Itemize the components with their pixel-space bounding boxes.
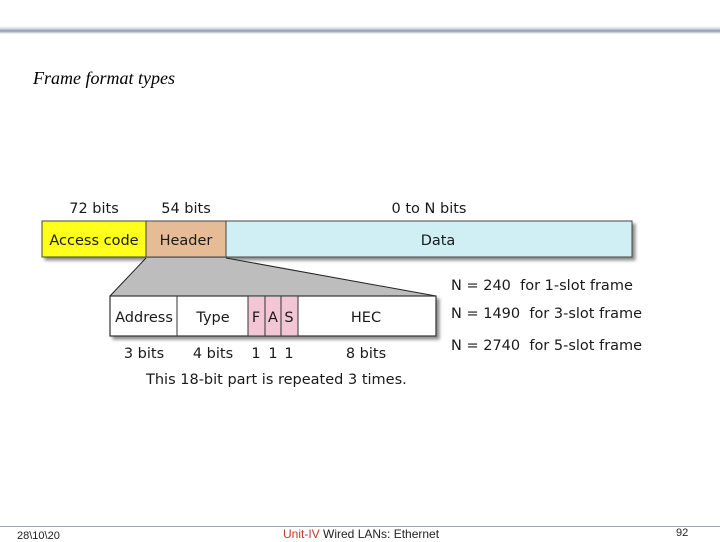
data-field [225, 220, 633, 258]
arqn-flag-label: A [268, 310, 278, 326]
n-value-1-slot: N = 240 for 1-slot frame [451, 278, 633, 294]
seqn-bits: 1 [284, 346, 293, 362]
slide-title: Frame format types [33, 68, 175, 88]
n-value-5-slot: N = 2740 for 5-slot frame [451, 338, 642, 354]
footer-topic: Wired LANs: Ethernet [319, 527, 440, 541]
access-code-field [41, 220, 147, 258]
header-label: Header [160, 233, 213, 249]
flow-bits: 1 [251, 346, 260, 362]
data-label: Data [421, 233, 456, 249]
main-frame [41, 220, 633, 258]
wedge-edge-left [109, 257, 147, 297]
header-detail-dividers [176, 296, 299, 336]
seqn-flag-label: S [284, 310, 293, 326]
access-code-size: 72 bits [69, 201, 119, 217]
header-rule [0, 26, 720, 34]
wedge-edge-right [225, 257, 437, 297]
address-bits: 3 bits [124, 346, 164, 362]
header-size: 54 bits [161, 201, 211, 217]
footer-date: 28\10\20 [17, 530, 60, 542]
footer-caption: Unit-IV Wired LANs: Ethernet [283, 527, 439, 541]
header-field [145, 220, 227, 258]
footer-unit: Unit-IV [283, 527, 320, 541]
repeat-note: This 18-bit part is repeated 3 times. [145, 372, 407, 388]
type-bits: 4 bits [193, 346, 233, 362]
arqn-bits: 1 [268, 346, 277, 362]
flag-fields-highlight [248, 297, 298, 335]
data-size: 0 to N bits [392, 201, 467, 217]
address-field-label: Address [115, 310, 173, 326]
page-number: 92 [676, 527, 689, 539]
hec-field-label: HEC [351, 310, 381, 326]
access-code-label: Access code [49, 233, 138, 249]
footer-rule [0, 526, 720, 527]
flow-flag-label: F [252, 310, 260, 326]
hec-bits: 8 bits [346, 346, 386, 362]
type-field-label: Type [195, 310, 229, 326]
header-expansion-wedge [110, 258, 436, 296]
n-value-3-slot: N = 1490 for 3-slot frame [451, 306, 642, 322]
